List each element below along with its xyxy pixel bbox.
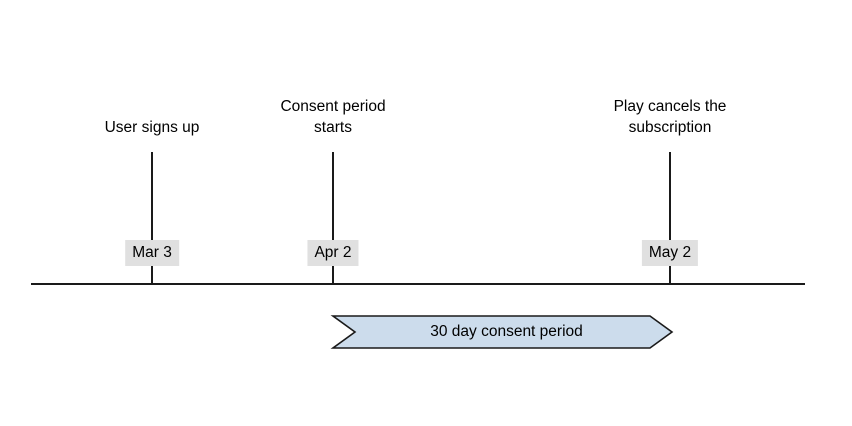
timeline-axis-line (31, 283, 805, 285)
event-date-user-signs-up: Mar 3 (125, 240, 179, 266)
duration-banner-label: 30 day consent period (430, 323, 583, 340)
duration-banner-shape (330, 315, 674, 349)
event-title-consent-period-starts: Consent period starts (280, 98, 386, 136)
duration-banner-arrow-polygon (330, 315, 674, 349)
event-title-play-cancels-subscription: Play cancels the subscription (613, 98, 727, 136)
event-tick-play-cancels-subscription (669, 152, 671, 283)
event-date-consent-period-starts: Apr 2 (307, 240, 359, 266)
event-date-play-cancels-subscription: May 2 (641, 240, 699, 266)
event-tick-consent-period-starts (332, 152, 334, 283)
event-tick-user-signs-up (151, 152, 153, 283)
event-title-user-signs-up: User signs up (104, 119, 200, 136)
duration-banner: 30 day consent period (330, 315, 674, 349)
